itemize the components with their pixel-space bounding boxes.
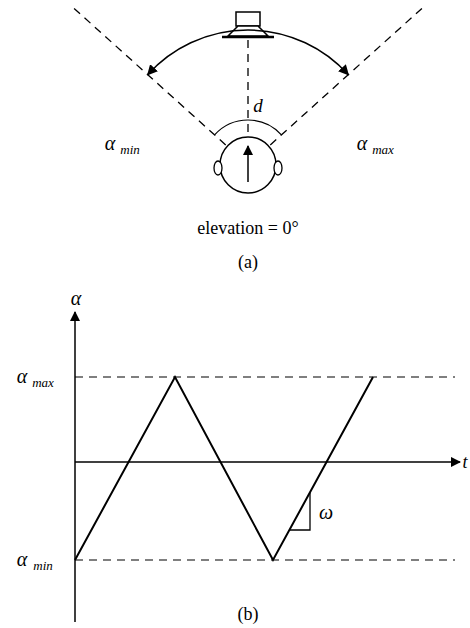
level-subscript: min <box>33 559 53 572</box>
facing-arrow <box>247 146 249 182</box>
angle-symbol: α <box>105 133 116 153</box>
sweep-arc <box>148 30 349 75</box>
left-ear <box>214 161 222 175</box>
max-angle-arc <box>248 120 281 135</box>
elevation-label: elevation = 0° <box>197 219 298 237</box>
part-label: (b) <box>238 605 259 623</box>
speaker-base <box>222 36 274 39</box>
slope-triangle <box>289 492 310 530</box>
level-subscript: max <box>32 376 54 389</box>
level-symbol: α <box>17 549 28 569</box>
head <box>220 137 276 193</box>
max-level <box>75 376 455 377</box>
min-angle-arc <box>215 120 248 135</box>
triangle-wave <box>75 377 373 560</box>
x-axis <box>75 461 460 463</box>
y-axis <box>74 312 76 622</box>
speaker-box <box>236 12 260 26</box>
distance-line <box>247 40 248 135</box>
slope-label: ω <box>319 502 333 522</box>
distance-label: d <box>253 96 263 115</box>
right-ear <box>274 161 282 175</box>
angle-subscript: min <box>120 143 140 156</box>
angle-subscript: max <box>372 143 394 156</box>
part-label: (a) <box>238 253 258 271</box>
level-symbol: α <box>17 366 28 386</box>
min-level <box>75 559 455 560</box>
axis-label: t <box>462 453 467 471</box>
angle-symbol: α <box>357 133 368 153</box>
axis-label: α <box>71 288 82 308</box>
